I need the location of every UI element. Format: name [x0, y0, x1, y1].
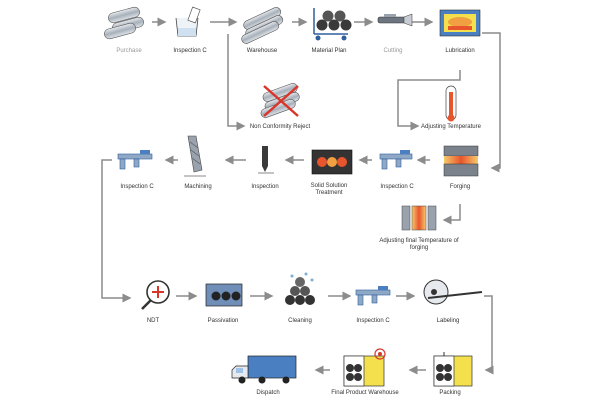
step-label-labeling: Labeling — [436, 318, 460, 324]
thermometer-icon — [445, 85, 457, 122]
step-label-adjusting-temperature: Adjusting Temperature — [421, 124, 481, 130]
arrow-inspection-to-ndt — [101, 159, 132, 303]
cleaning-icon — [285, 272, 315, 305]
lubrication-icon — [439, 9, 481, 37]
step-label-nonconformity: Non Conformity Reject — [249, 124, 311, 130]
cutter-icon — [377, 13, 413, 27]
step-label-cutting: Cutting — [383, 48, 403, 54]
step-label-warehouse: Warehouse — [246, 48, 278, 54]
step-label-final-warehouse: Final Product Warehouse — [331, 390, 399, 396]
arrow-forging-to-adjusting-final-temperature — [442, 204, 461, 225]
truck-icon — [231, 355, 297, 384]
step-label-adjusting-final-temperature: Adjusting final Temperature of forging — [379, 238, 459, 251]
caliper-icon-3 — [355, 286, 391, 306]
furnace-icon — [311, 149, 353, 175]
step-label-inspection-4: Inspection C — [120, 184, 154, 190]
step-label-material-plan: Material Plan — [311, 48, 347, 54]
step-label-packing: Packing — [439, 390, 461, 396]
passivation-tank-icon — [205, 283, 243, 307]
step-label-dispatch: Dispatch — [256, 390, 280, 396]
step-label-inspection-2: Inspection C — [380, 184, 414, 190]
step-label-forging: Forging — [449, 184, 471, 190]
packing-box-icon — [433, 352, 473, 387]
caliper-icon — [379, 150, 413, 170]
final-temperature-icon — [401, 205, 437, 231]
caliper-icon-2 — [117, 150, 153, 170]
step-label-passivation: Passivation — [207, 318, 239, 324]
step-label-inspection-3: Inspection — [251, 184, 279, 190]
beaker-icon — [175, 6, 201, 37]
magnifier-icon — [141, 280, 170, 310]
reject-icon — [260, 83, 300, 118]
probe-icon — [258, 146, 274, 174]
step-label-ndt: NDT — [146, 318, 160, 324]
arrow-lubrication-to-adjusting-temperature — [397, 70, 461, 131]
final-warehouse-icon — [343, 348, 386, 387]
flow-arrows — [101, 17, 501, 375]
pipes-icon — [104, 6, 144, 40]
cart-icon — [313, 8, 352, 41]
arrow-lubrication-to-forging — [482, 32, 501, 173]
step-label-inspection-5: Inspection C — [356, 318, 390, 324]
step-label-purchase: Purchase — [116, 48, 142, 54]
step-label-cleaning: Cleaning — [288, 318, 312, 324]
step-label-lubrication: Lubrication — [445, 48, 475, 54]
step-label-solid-solution: Solid Solution Treatment — [310, 183, 348, 196]
drill-icon — [184, 135, 206, 177]
arrow-warehouse-to-nonconformity — [227, 34, 246, 131]
step-label-inspection-1: Inspection C — [173, 48, 207, 54]
labeling-icon — [423, 279, 483, 305]
warehouse-pipes-icon — [241, 7, 284, 44]
forging-press-icon — [443, 145, 479, 177]
step-label-machining: Machining — [184, 184, 212, 190]
arrow-labeling-to-packing — [484, 295, 494, 375]
